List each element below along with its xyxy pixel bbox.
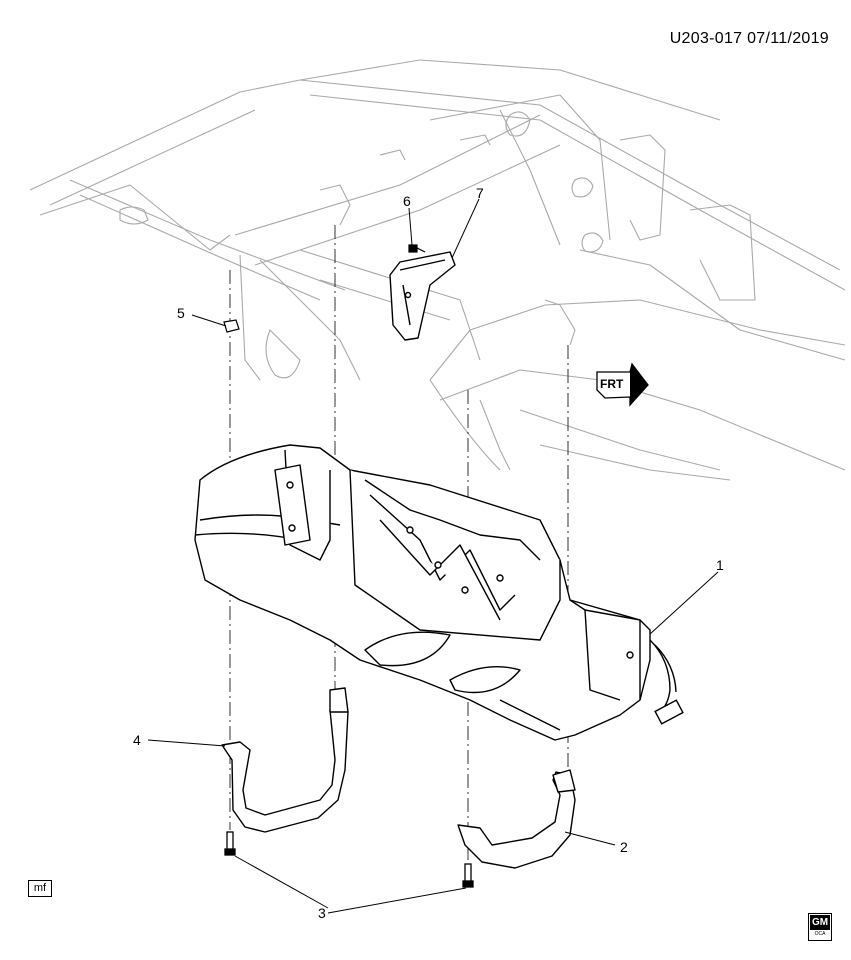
nut-5	[223, 319, 240, 333]
vehicle-frame	[29, 59, 846, 481]
callout-4: 4	[133, 732, 141, 748]
strap-left	[221, 687, 349, 833]
mf-box: mf	[28, 880, 52, 897]
tank-hose	[649, 639, 684, 725]
callout-1: 1	[716, 557, 724, 573]
callout-3: 3	[318, 905, 326, 921]
callouts: 1 2 3 4 5 6 7	[133, 185, 724, 921]
callout-2: 2	[620, 839, 628, 855]
doc-id: U203-017 07/11/2019	[669, 30, 829, 47]
gm-logo-sub: OCA	[814, 931, 826, 937]
callout-5: 5	[177, 305, 185, 321]
strap-right	[457, 769, 576, 869]
gm-logo-text: GM	[810, 915, 830, 930]
callout-6: 6	[403, 193, 411, 209]
tank-shield	[194, 444, 651, 741]
bracket	[389, 251, 456, 341]
screws-3	[224, 831, 474, 888]
front-arrow: FRT	[596, 362, 649, 407]
gm-logo: GM OCA	[808, 913, 832, 941]
bolt-6	[408, 244, 426, 253]
leader-lines	[147, 198, 719, 914]
callout-7: 7	[476, 185, 484, 201]
front-arrow-label: FRT	[600, 377, 624, 391]
